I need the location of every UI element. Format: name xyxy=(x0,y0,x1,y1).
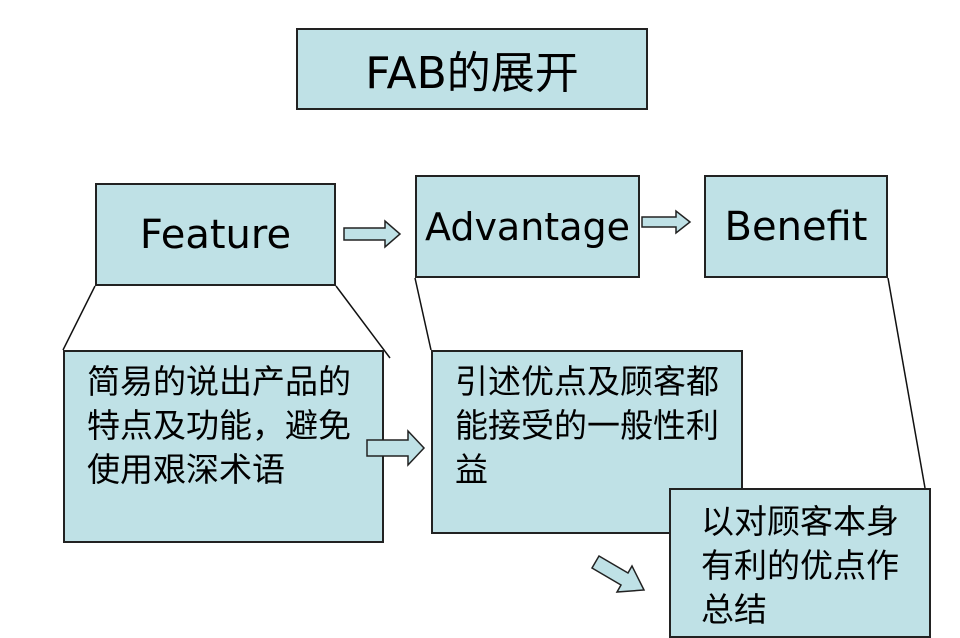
feature-to-advantage-arrow xyxy=(343,219,402,249)
diagram-title: FAB的展开 xyxy=(296,28,648,110)
feature-left-connector xyxy=(62,285,96,351)
feature-node: Feature xyxy=(95,183,336,286)
feature-description: 简易的说出产品的特点及功能，避免使用艰深术语 xyxy=(63,350,384,543)
advantage-to-benefit-arrow xyxy=(641,209,692,235)
advantage-desc-to-benefit-desc-arrow xyxy=(590,554,646,593)
benefit-right-connector xyxy=(887,277,926,489)
advantage-node: Advantage xyxy=(415,175,640,278)
benefit-node: Benefit xyxy=(704,175,888,278)
benefit-description: 以对顾客本身有利的优点作总结 xyxy=(669,488,931,638)
feature-desc-to-advantage-desc-arrow xyxy=(366,429,426,467)
feature-right-connector xyxy=(335,285,391,359)
advantage-left-connector xyxy=(414,277,432,351)
